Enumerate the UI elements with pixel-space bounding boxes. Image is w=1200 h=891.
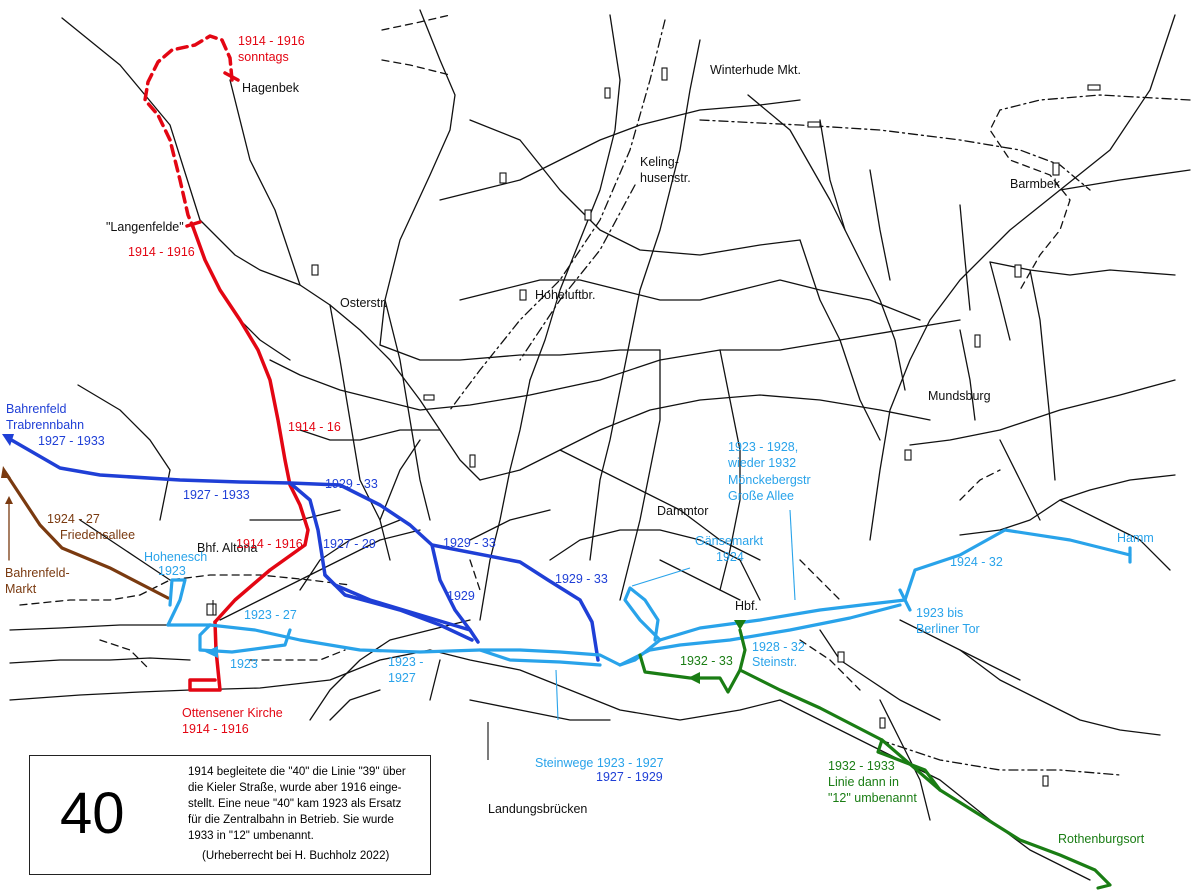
label-hohenesch-2: 1923 — [158, 564, 186, 578]
light-blue-labels: Hohenesch 1923 1923 - 27 1923 1923 - 192… — [144, 440, 1154, 770]
lb-label-gaensemarkt-1: Gänsemarkt — [695, 534, 764, 548]
label-osterstr: Osterstr. — [340, 296, 387, 310]
label-ottensener-2: 1914 - 1916 — [182, 722, 249, 736]
lb-label-gaensemarkt-2: 1924 — [716, 550, 744, 564]
base-network — [9, 9, 1191, 881]
legend-copyright: (Urheberrecht bei H. Buchholz 2022) — [202, 850, 390, 862]
lb-label-steinwege-1: Steinwege 1923 - 1927 — [535, 756, 664, 770]
label-winterhude: Winterhude Mkt. — [710, 63, 801, 77]
pointer-arrows — [555, 509, 796, 721]
blue-label-1929-33-a: 1929 - 33 — [325, 477, 378, 491]
lb-label-1923-1927-1: 1923 - — [388, 655, 423, 669]
red-label-sonntags-1: 1914 - 1916 — [238, 34, 305, 48]
station-boxes — [311, 67, 1101, 787]
green-note-2: Linie dann in — [828, 775, 899, 789]
red-label-sonntags-2: sonntags — [238, 50, 289, 64]
green-note-1: 1932 - 1933 — [828, 759, 895, 773]
legend-line: 1933 in "12" umbenannt. — [188, 830, 314, 842]
route-light-blue-1923-1932 — [166, 528, 1132, 667]
label-hamm: Hamm — [1117, 531, 1154, 545]
lb-label-moenck-4: Große Allee — [728, 489, 794, 503]
blue-label-1927-29: 1927 - 29 — [323, 537, 376, 551]
label-bahrenfeld-markt-2: Markt — [5, 582, 37, 596]
lb-label-moenck-1: 1923 - 1928, — [728, 440, 798, 454]
legend-description: 1914 begleitete die "40" die Linie "39" … — [188, 764, 428, 844]
lb-label-1923-1927-2: 1927 — [388, 671, 416, 685]
route-dark-blue-1927-1933 — [2, 434, 600, 662]
lb-label-moenck-2: wieder 1932 — [727, 456, 796, 470]
blue-label-trab-years: 1927 - 1933 — [38, 434, 105, 448]
label-hbf: Hbf. — [735, 599, 758, 613]
pointer-arrow-black — [206, 600, 489, 760]
label-bahrenfeld-markt-1: Bahrenfeld- — [5, 566, 70, 580]
label-rothenburgsort: Rothenburgsort — [1058, 832, 1145, 846]
red-label-1914-16: 1914 - 16 — [288, 420, 341, 434]
label-bahrenfeld-trab-2: Trabrennbahn — [6, 418, 84, 432]
red-label-langenfelde: 1914 - 1916 — [128, 245, 195, 259]
green-note-3: "12" umbenannt — [828, 791, 917, 805]
label-bhf-altona: Bhf. Altona — [197, 541, 258, 555]
label-langenfelde: "Langenfelde" — [106, 220, 184, 234]
route-green-1932-1933 — [638, 620, 1112, 890]
label-ottensener-1: Ottensener Kirche — [182, 706, 283, 720]
label-dammtor: Dammtor — [657, 504, 708, 518]
lb-label-steinstr-1: 1928 - 32 — [752, 640, 805, 654]
blue-label-1929: 1929 — [447, 589, 475, 603]
label-bahrenfeld-trab-1: Bahrenfeld — [6, 402, 67, 416]
route-brown-1924-27 — [1, 466, 170, 600]
dashed-base-lines — [19, 14, 1191, 776]
label-landungsbruecken: Landungsbrücken — [488, 802, 587, 816]
label-hagenbek: Hagenbek — [242, 81, 300, 95]
legend-box: 40 1914 begleitete die "40" die Linie "3… — [29, 755, 431, 875]
legend-line-number: 40 — [60, 781, 125, 846]
route-red-1914-1916 — [143, 34, 310, 692]
lb-label-moenck-3: Mönckebergstr — [728, 473, 811, 487]
brown-label-years-1: 1924 - 27 — [47, 512, 100, 526]
label-kelinghusen-1: Keling- — [640, 155, 679, 169]
red-labels: 1914 - 1916 sonntags 1914 - 1916 1914 - … — [128, 34, 341, 736]
legend-line: 1914 begleitete die "40" die Linie "39" … — [188, 766, 406, 778]
brown-label-years-2: Friedensallee — [60, 528, 135, 542]
label-barmbek: Barmbek — [1010, 177, 1061, 191]
green-label-1932-33: 1932 - 33 — [680, 654, 733, 668]
legend-line: die Kieler Straße, wurde aber 1916 einge… — [188, 782, 402, 794]
lb-label-1924-32: 1924 - 32 — [950, 555, 1003, 569]
label-kelinghusen-2: husenstr. — [640, 171, 691, 185]
blue-label-1927-1933: 1927 - 1933 — [183, 488, 250, 502]
lb-label-1923: 1923 — [230, 657, 258, 671]
place-labels: Winterhude Mkt. Keling- husenstr. Barmbe… — [106, 63, 1061, 816]
lb-label-berliner-2: Berliner Tor — [916, 622, 980, 636]
legend-line: stellt. Eine neue "40" kam 1923 als Ersa… — [188, 798, 402, 810]
brown-labels: 1924 - 27 Friedensallee Bahrenfeld- Mark… — [5, 512, 135, 596]
lb-label-berliner-1: 1923 bis — [916, 606, 963, 620]
lb-label-1923-27: 1923 - 27 — [244, 608, 297, 622]
blue-label-steinwege-2: 1927 - 1929 — [596, 770, 663, 784]
green-labels: 1932 - 33 1932 - 1933 Linie dann in "12"… — [680, 654, 1145, 846]
label-hoheluftbr: Hoheluftbr. — [535, 288, 595, 302]
red-label-altona: 1914 - 1916 — [236, 537, 303, 551]
label-hohenesch-1: Hohenesch — [144, 550, 207, 564]
legend-line: für die Zentralbahn in Betrieb. Sie wurd… — [188, 814, 394, 826]
label-mundsburg: Mundsburg — [928, 389, 991, 403]
blue-label-1929-33-c: 1929 - 33 — [555, 572, 608, 586]
lb-label-steinstr-2: Steinstr. — [752, 655, 797, 669]
dark-blue-labels: Bahrenfeld Trabrennbahn 1927 - 1933 1927… — [6, 402, 663, 784]
blue-label-1929-33-b: 1929 - 33 — [443, 536, 496, 550]
